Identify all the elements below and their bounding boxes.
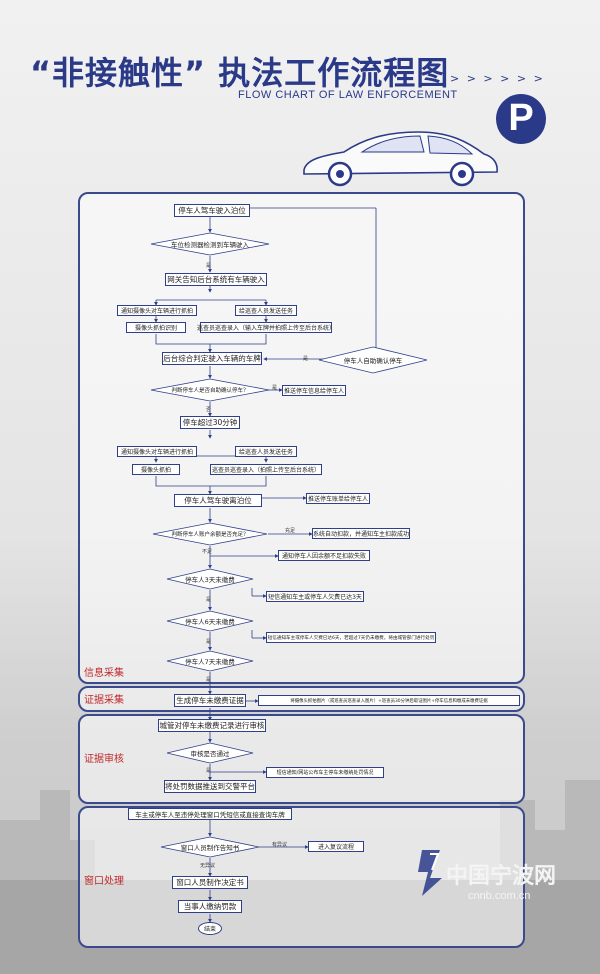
section-label-window: 窗口处理 [84, 876, 124, 887]
logo-letter: P [508, 97, 534, 139]
section-label-review: 证据审核 [84, 754, 124, 765]
yes-label-1: 是 [206, 263, 212, 269]
yes-label-13: 是 [206, 597, 212, 603]
step-camera-recognize: 摄像头抓拍识别 [126, 322, 186, 333]
step-sms-6days: 短信通知车主或停车人欠费已达6天，若超过7天仍未缴费，将由城管部门进行处罚 [266, 632, 436, 643]
watermark-url: cnnb.com.cn [468, 890, 531, 902]
label-no-objection: 无异议 [200, 863, 216, 869]
decision-balance-label: 判断停车人账户余额是否充足？ [171, 532, 249, 538]
panel-window [78, 806, 525, 948]
step-over-30min: 停车超过30分钟 [180, 416, 240, 429]
decision-3days: 停车人3天未缴费 [166, 568, 254, 590]
step-send-task: 给巡查人员发送任务 [235, 305, 297, 316]
section-label-info: 信息采集 [84, 668, 124, 679]
watermark-cn: 中国宁波网 [446, 864, 557, 889]
yes-label-6: 是 [272, 385, 278, 391]
step-sms-3days: 短信通知车主或停车人欠费已达3天 [266, 591, 364, 602]
step-send-task-2: 给巡查人员发送任务 [235, 446, 297, 457]
step-push-police: 将处罚数据推送到交警平台 [164, 780, 256, 793]
step-evidence-content: 将摄像头抓拍图片（或巡查员巡查录入图片）+巡查员30分钟后取证图片+停车信息和缴… [258, 695, 520, 706]
step-go-window: 车主或停车人至违停处理窗口凭短信或直接查询车牌 [128, 808, 292, 820]
step-auto-deduct: 系统自动扣款，并通知车主扣款成功 [312, 528, 410, 539]
decision-make-notice-label: 窗口人员制作告知书 [180, 844, 240, 852]
step-push-parking-info: 推送停车信息给停车人 [282, 385, 346, 396]
page-title: “非接触性” 执法工作流程图 [30, 54, 450, 92]
page-subtitle: FLOW CHART OF LAW ENFORCEMENT [238, 89, 458, 101]
step-push-bill: 推送停车账单给停车人 [306, 493, 370, 504]
decision-6days: 停车人6天未缴费 [166, 610, 254, 632]
decision-make-notice: 窗口人员制作告知书 [160, 836, 260, 858]
step-notify-camera-2: 通知摄像头对车辆进行抓拍 [117, 446, 197, 457]
parking-logo-icon: P [496, 94, 546, 144]
no-label-6: 否 [206, 407, 212, 413]
panel-info [78, 192, 525, 684]
section-label-evidence: 证据采集 [84, 695, 124, 706]
decision-7days: 停车人7天未缴费 [166, 650, 254, 672]
decision-detector: 车位检测器检测到车辆驶入 [150, 232, 270, 256]
decision-detector-label: 车位检测器检测到车辆驶入 [171, 241, 249, 249]
yes-label-15: 是 [206, 677, 212, 683]
step-end: 结束 [198, 922, 222, 935]
decision-review-passed-label: 审核是否通过 [190, 750, 230, 758]
step-leave-space: 停车人驾车驶离泊位 [174, 494, 262, 507]
step-notify-camera: 通知摄像头对车辆进行抓拍 [117, 305, 197, 316]
decision-confirmed-label: 判断停车人是否自助确认停车？ [171, 388, 249, 394]
step-sms-publish: 短信通知/网站公布车主停车未缴纳处罚情况 [266, 767, 384, 778]
decision-3days-label: 停车人3天未缴费 [185, 576, 235, 584]
yes-label-14: 是 [206, 639, 212, 645]
step-determine-plate: 后台综合判定驶入车辆的车牌 [162, 352, 262, 365]
label-enough: 充足 [285, 528, 296, 534]
car-icon [303, 131, 498, 187]
step-deduct-failed: 通知停车人因余额不足扣款失败 [278, 550, 370, 561]
step-make-decision: 窗口人员制作决定书 [172, 876, 248, 889]
decision-review-passed: 审核是否通过 [166, 742, 254, 764]
label-objection: 有异议 [272, 842, 288, 848]
news-logo-icon [418, 850, 442, 896]
panel-review [78, 714, 525, 804]
decision-6days-label: 停车人6天未缴费 [185, 618, 235, 626]
step-review-process: 进入复议流程 [308, 841, 364, 852]
step-inspector-record: 巡查员巡查录入（输入车牌并拍照上传至后台系统） [197, 322, 335, 333]
decision-balance: 判断停车人账户余额是否充足？ [152, 522, 268, 546]
decision-confirmed: 判断停车人是否自助确认停车？ [150, 378, 270, 402]
yes-label-18: 是 [206, 768, 212, 774]
yes-label-5: 是 [303, 356, 309, 362]
step-generate-evidence: 生成停车未缴费证据 [174, 694, 246, 707]
step-gateway-notify: 网关告知后台系统有车辆驶入 [165, 273, 267, 286]
step-camera-capture: 摄像头抓拍 [132, 464, 180, 475]
step-pay-fine: 当事人缴纳罚款 [178, 900, 242, 913]
decision-self-confirm-label: 停车人自助确认停车 [343, 357, 403, 365]
step-cgj-review: 城管对停车未缴费记录进行审核 [158, 719, 266, 732]
label-not-enough: 不足 [202, 549, 213, 555]
decorative-arrows: > > > > > > [450, 72, 545, 85]
decision-7days-label: 停车人7天未缴费 [185, 658, 235, 666]
decision-self-confirm: 停车人自助确认停车 [318, 346, 428, 374]
step-inspector-record-2: 巡查员巡查录入（拍照上传至后台系统） [210, 464, 322, 475]
step-enter-space: 停车人驾车驶入泊位 [174, 204, 250, 217]
